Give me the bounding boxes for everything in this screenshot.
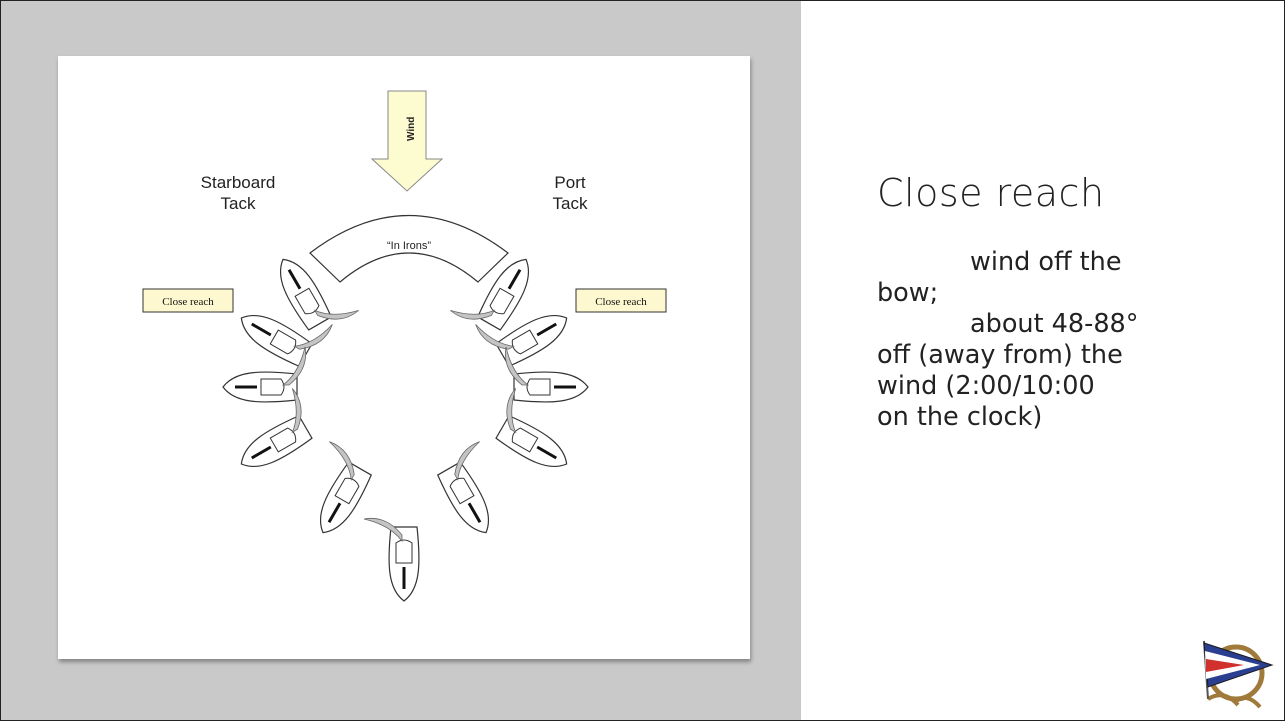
close-reach-label-left: Close reach <box>162 296 214 308</box>
in-irons-arc: “In Irons” <box>309 214 509 283</box>
slide-body: wind off the bow; about 48-88° off (away… <box>877 247 1217 433</box>
starboard-tack-label-line2: Tack <box>221 194 256 213</box>
wind-label: Wind <box>406 117 417 141</box>
port-tack-label-line1: Port <box>554 173 585 192</box>
close-reach-label-right: Close reach <box>595 296 647 308</box>
port-tack-label-line2: Tack <box>553 194 588 213</box>
points-of-sail-diagram: Wind Starboard Tack Port Tack “In Irons”… <box>142 90 667 603</box>
wind-arrow: Wind <box>370 90 444 192</box>
body-line: wind (2:00/10:00 <box>877 371 1095 401</box>
boat-running <box>362 516 421 603</box>
points-of-sail-figure: Wind Starboard Tack Port Tack “In Irons”… <box>58 56 750 659</box>
body-line: on the clock) <box>877 402 1043 432</box>
body-line: about 48-88° <box>970 309 1139 339</box>
body-line: bow; <box>877 278 939 308</box>
body-line: wind off the <box>970 247 1122 277</box>
body-line: off (away from) the <box>877 340 1123 370</box>
figure-panel: Wind Starboard Tack Port Tack “In Irons”… <box>1 1 801 720</box>
close-reach-box-right: Close reach <box>575 288 667 313</box>
boat-port-broad-reach-deep <box>430 439 523 542</box>
close-reach-box-left: Close reach <box>142 288 234 313</box>
slide-title: Close reach <box>877 171 1105 215</box>
yacht-club-burgee-logo-icon <box>1203 640 1274 709</box>
boat-starboard-broad-reach-deep <box>286 439 379 542</box>
starboard-tack-label-line1: Starboard <box>201 173 276 192</box>
in-irons-label: “In Irons” <box>387 240 431 252</box>
